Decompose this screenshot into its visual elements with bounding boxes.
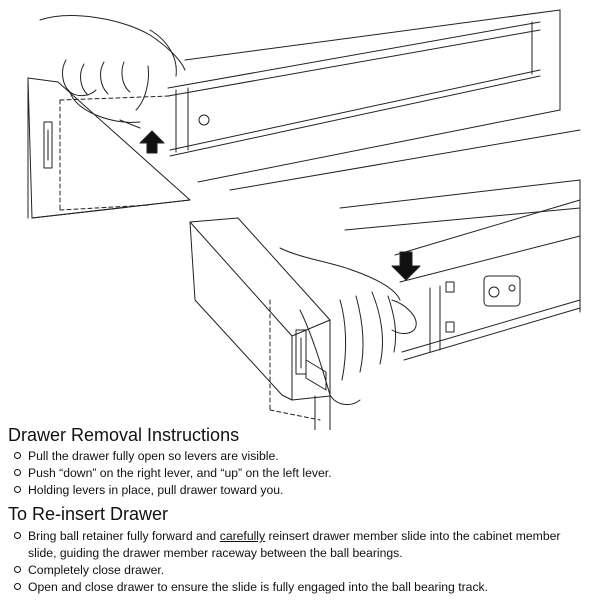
list-item: Push “down” on the right lever, and “up”… [0, 465, 332, 482]
bullet-icon [14, 565, 21, 573]
list-item: Open and close drawer to ensure the slid… [0, 579, 568, 596]
arrow-up-icon [139, 130, 165, 154]
removal-step-3: Holding levers in place, pull drawer tow… [28, 483, 284, 497]
reinsert-step-2: Completely close drawer. [28, 562, 165, 577]
reinsert-heading: To Re-insert Drawer [8, 504, 169, 524]
list-item: Holding levers in place, pull drawer tow… [0, 482, 332, 499]
reinsert-steps-list: Bring ball retainer fully forward and ca… [0, 528, 568, 596]
reinsert-step-3: Open and close drawer to ensure the slid… [28, 579, 489, 594]
list-item: Bring ball retainer fully forward and ca… [0, 528, 568, 561]
bullet-icon [14, 486, 21, 493]
reinsert-step-1-part-a: Bring ball retainer fully forward and [28, 529, 220, 543]
upper-panel [27, 9, 581, 219]
reinsert-step-1-emphasis: carefully [219, 529, 266, 543]
lower-panel [189, 179, 581, 430]
list-item: Pull the drawer fully open so levers are… [0, 448, 332, 465]
drawer-slide-illustration [27, 9, 581, 430]
arrow-down-icon [391, 251, 421, 281]
removal-heading: Drawer Removal Instructions [8, 425, 240, 445]
reinsert-step-1-part-b: reinsert drawer member slide into the ca… [28, 529, 561, 560]
removal-steps-list: Pull the drawer fully open so levers are… [0, 448, 332, 499]
list-item: Completely close drawer. [0, 562, 568, 579]
bullet-icon [14, 582, 21, 590]
removal-step-1: Pull the drawer fully open so levers are… [28, 449, 279, 463]
bullet-icon [14, 469, 21, 476]
removal-step-2: Push “down” on the right lever, and “up”… [28, 466, 332, 480]
bullet-icon [14, 452, 21, 459]
bullet-icon [14, 532, 21, 539]
